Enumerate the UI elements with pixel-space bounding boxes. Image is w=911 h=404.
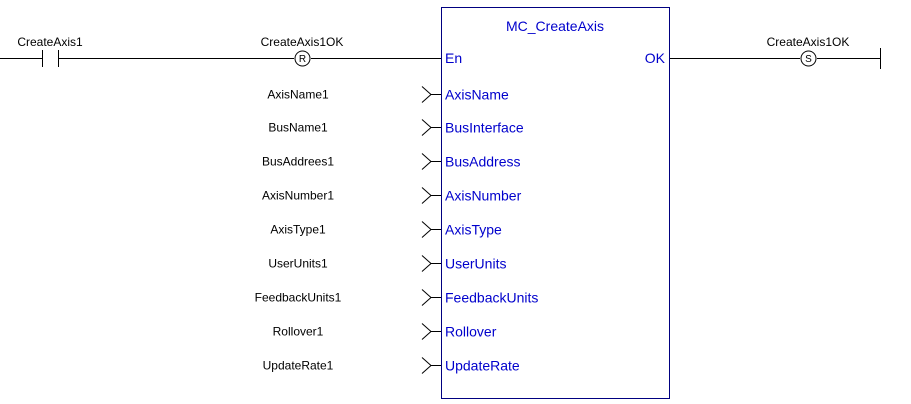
reset-coil-circle (294, 50, 311, 67)
input-arrow-axistype (421, 221, 432, 238)
input-row-axistype: AxisType1 AxisType (270, 221, 502, 238)
set-coil-label: CreateAxis1OK (767, 35, 850, 49)
input-variable-busaddress[interactable]: BusAddrees1 (262, 155, 334, 169)
set-coil-circle (800, 50, 817, 67)
input-variable-userunits[interactable]: UserUnits1 (268, 257, 328, 271)
input-arrow-rollover (421, 323, 432, 340)
function-block-body (441, 7, 670, 399)
function-block-mc-createaxis[interactable]: MC_CreateAxis En OK (441, 7, 670, 399)
input-arrow-feedbackunits (421, 289, 432, 306)
input-row-businterface: BusName1 BusInterface (268, 119, 524, 136)
input-row-rollover: Rollover1 Rollover (273, 323, 497, 340)
input-row-feedbackunits: FeedbackUnits1 FeedbackUnits (255, 289, 538, 306)
input-arrow-busaddress (421, 153, 432, 170)
input-row-userunits: UserUnits1 UserUnits (268, 255, 506, 272)
input-pin-axisnumber: AxisNumber (445, 188, 522, 204)
input-variable-feedbackunits[interactable]: FeedbackUnits1 (255, 291, 342, 305)
input-variable-rollover[interactable]: Rollover1 (273, 325, 324, 339)
input-pin-businterface: BusInterface (445, 120, 524, 136)
ok-output-pin-label: OK (645, 50, 666, 66)
input-variable-axisnumber[interactable]: AxisNumber1 (262, 189, 334, 203)
reset-coil-label: CreateAxis1OK (261, 35, 344, 49)
input-pin-feedbackunits: FeedbackUnits (445, 290, 538, 306)
input-row-updaterate: UpdateRate1 UpdateRate (263, 357, 520, 374)
reset-coil[interactable]: R (294, 50, 311, 67)
input-arrow-updaterate (421, 357, 432, 374)
input-pin-updaterate: UpdateRate (445, 358, 520, 374)
input-variable-axistype[interactable]: AxisType1 (270, 223, 326, 237)
contact-label: CreateAxis1 (17, 35, 83, 49)
set-coil-symbol: S (805, 54, 812, 65)
input-arrow-axisname (421, 86, 432, 103)
input-pin-axisname: AxisName (445, 87, 509, 103)
input-row-axisname: AxisName1 AxisName (267, 86, 509, 103)
input-row-axisnumber: AxisNumber1 AxisNumber (262, 187, 522, 204)
input-row-busaddress: BusAddrees1 BusAddress (262, 153, 520, 170)
input-variable-axisname[interactable]: AxisName1 (267, 88, 329, 102)
input-pin-busaddress: BusAddress (445, 154, 520, 170)
input-variable-businterface[interactable]: BusName1 (268, 121, 328, 135)
enable-pin-label: En (445, 50, 462, 66)
contact-createaxis1[interactable] (41, 50, 60, 67)
input-arrow-axisnumber (421, 187, 432, 204)
input-variable-updaterate[interactable]: UpdateRate1 (263, 359, 334, 373)
input-pin-rollover: Rollover (445, 324, 497, 340)
input-arrow-businterface (421, 119, 432, 136)
reset-coil-symbol: R (299, 54, 306, 65)
input-pin-axistype: AxisType (445, 222, 502, 238)
input-pin-userunits: UserUnits (445, 256, 506, 272)
function-block-title: MC_CreateAxis (506, 18, 604, 34)
set-coil[interactable]: S (800, 50, 817, 67)
input-arrow-userunits (421, 255, 432, 272)
